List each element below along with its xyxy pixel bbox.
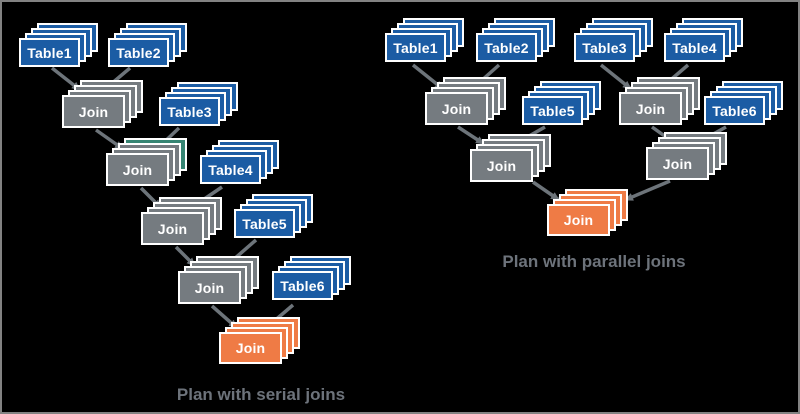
node-front-card: Table3 [574,33,635,62]
node-label: Table1 [27,44,72,61]
node-label: Join [662,155,693,172]
node-label: Join [486,157,517,174]
node-label: Join [563,212,594,228]
node-front-card: Table2 [476,33,537,62]
node-label: Table6 [712,102,757,119]
node-front-card: Table6 [704,96,765,125]
node-label: Table4 [208,161,253,178]
node-front-card: Join [547,204,610,236]
serial-plan-caption: Plan with serial joins [176,385,346,404]
parallel-plan-caption: Plan with parallel joins [502,252,686,271]
node-label: Join [635,100,666,117]
node-front-card: Join [178,271,241,304]
flow-arrow [624,179,671,202]
node-label: Table4 [672,39,717,56]
node-front-card: Join [619,92,682,125]
node-label: Table5 [242,215,287,232]
node-label: Table6 [280,277,325,294]
node-front-card: Join [106,153,169,186]
node-label: Table2 [484,39,529,56]
node-front-card: Join [646,147,709,180]
node-label: Table2 [116,44,161,61]
node-front-card: Table3 [159,97,220,126]
node-front-card: Table4 [200,155,261,184]
node-label: Table3 [167,103,212,120]
node-label: Join [122,161,153,178]
node-front-card: Join [470,149,533,182]
node-front-card: Join [62,95,125,128]
node-label: Join [78,103,109,120]
node-label: Join [157,220,188,237]
flow-arrow [457,125,485,146]
node-front-card: Join [141,212,204,245]
node-front-card: Table2 [108,38,169,67]
node-front-card: Join [425,92,488,125]
node-front-card: Table1 [19,38,80,67]
node-label: Table5 [530,102,575,119]
node-front-card: Table5 [234,209,295,238]
node-label: Table3 [582,39,627,56]
node-label: Join [235,340,266,356]
node-front-card: Join [219,332,282,364]
flow-arrow [532,180,560,202]
node-front-card: Table4 [664,33,725,62]
flow-arrow [599,63,633,91]
node-front-card: Table6 [272,271,333,300]
node-front-card: Table5 [522,96,583,125]
node-front-card: Table1 [385,33,446,62]
node-label: Join [441,100,472,117]
node-label: Table1 [393,39,438,56]
node-label: Join [194,279,225,296]
